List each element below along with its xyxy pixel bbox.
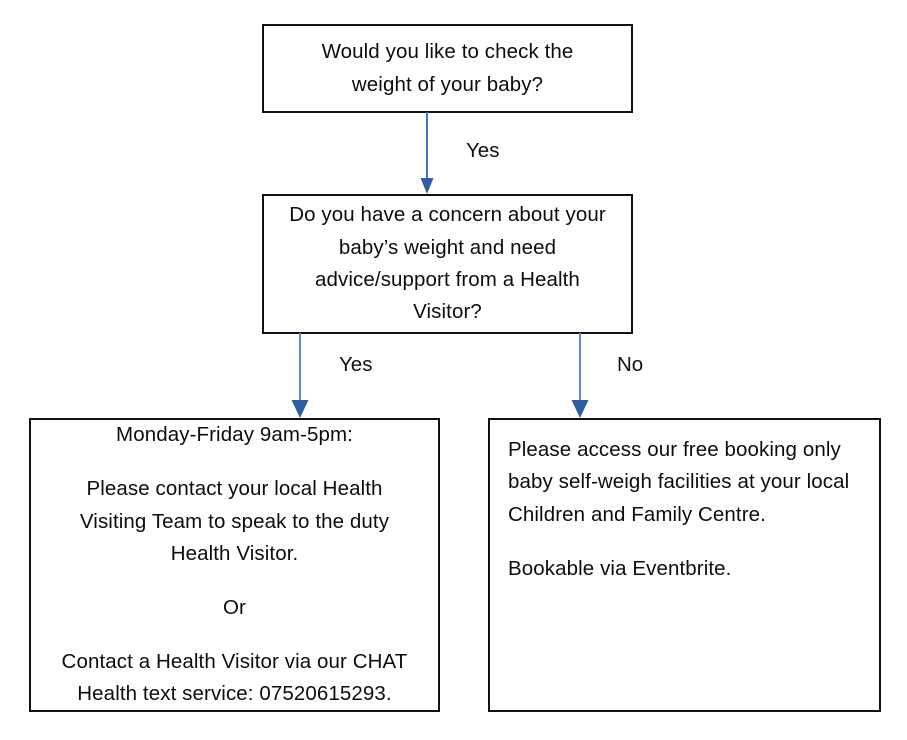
decision-node-check-weight-text: Would you like to check the weight of yo… bbox=[321, 40, 574, 96]
node-body: Monday-Friday 9am-5pm: Please contact yo… bbox=[49, 419, 420, 710]
outcome-no-line-self-weigh: Please access our free booking only baby… bbox=[508, 438, 850, 526]
outcome-yes-line-chat-health: Contact a Health Visitor via our CHAT He… bbox=[61, 649, 408, 706]
arrow-connector-question2-to-outcome-yes bbox=[291, 333, 309, 418]
outcome-node-self-weigh-facilities: Please access our free booking only baby… bbox=[488, 418, 881, 712]
outcome-yes-line-hours: Monday-Friday 9am-5pm: bbox=[116, 423, 353, 447]
arrow-connector-question2-to-outcome-no bbox=[571, 333, 589, 418]
decision-node-check-weight: Would you like to check the weight of yo… bbox=[262, 24, 633, 113]
outcome-yes-line-contact-team: Please contact your local Health Visitin… bbox=[79, 477, 390, 566]
outcome-no-line-bookable: Bookable via Eventbrite. bbox=[508, 556, 732, 580]
node-body: Please access our free booking only baby… bbox=[508, 420, 861, 585]
node-body: Do you have a concern about your baby’s … bbox=[280, 199, 615, 329]
edge-label-yes-question1: Yes bbox=[466, 139, 500, 162]
node-body: Would you like to check the weight of yo… bbox=[278, 36, 617, 101]
edge-label-yes-question2: Yes bbox=[339, 353, 373, 376]
outcome-node-contact-health-visitor: Monday-Friday 9am-5pm: Please contact yo… bbox=[29, 418, 440, 712]
decision-node-concern-about-weight: Do you have a concern about your baby’s … bbox=[262, 194, 633, 334]
outcome-yes-line-or: Or bbox=[223, 595, 246, 619]
decision-node-concern-about-weight-text: Do you have a concern about your baby’s … bbox=[289, 203, 606, 324]
edge-label-no-question2: No bbox=[617, 353, 644, 376]
arrow-connector-question1-to-question2 bbox=[420, 112, 434, 194]
